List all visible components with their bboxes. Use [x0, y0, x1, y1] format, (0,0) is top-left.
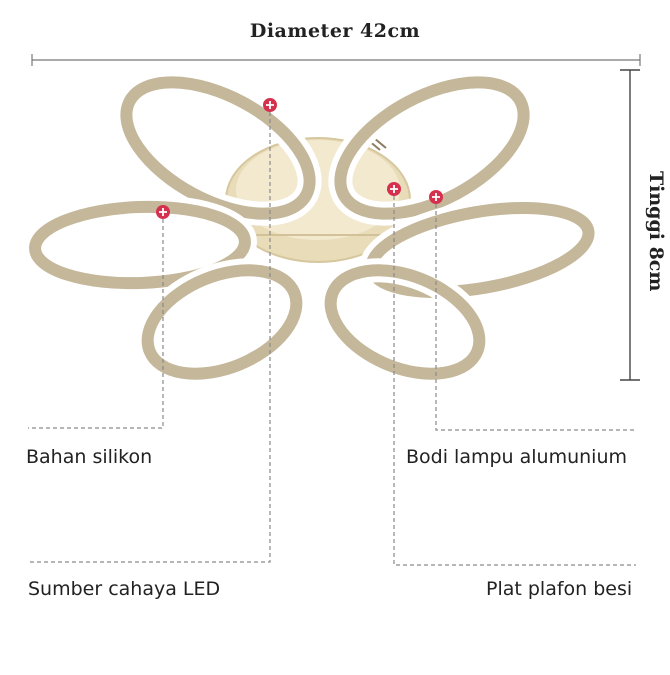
callout-label-bodi-lampu: Bodi lampu alumunium	[406, 446, 627, 468]
height-dimension-line	[620, 69, 640, 381]
callout-label-sumber-cahaya: Sumber cahaya LED	[28, 578, 221, 600]
guide-bodi-lampu	[435, 197, 636, 431]
callout-label-plat-plafon: Plat plafon besi	[486, 578, 633, 600]
petal-left	[23, 194, 257, 296]
marker-sumber-cahaya	[263, 98, 277, 112]
marker-plat-plafon	[387, 182, 401, 196]
callout-guides	[28, 105, 636, 566]
callout-markers	[156, 98, 443, 219]
petal-top-left	[114, 70, 322, 226]
petal-bottom-right	[318, 258, 492, 386]
callout-label-bahan-silikon: Bahan silikon	[26, 446, 153, 468]
petal-top-right	[328, 70, 536, 226]
petal-rings	[23, 70, 601, 386]
marker-bodi-lampu	[429, 190, 443, 204]
diameter-dimension-line	[31, 54, 641, 66]
petal-bottom-left	[135, 258, 309, 386]
guide-bahan-silikon	[28, 212, 164, 429]
diameter-label: Diameter 42cm	[249, 20, 421, 42]
guide-sumber-cahaya	[28, 105, 271, 563]
height-label: Tinggi 8cm	[645, 171, 667, 292]
marker-bahan-silikon	[156, 205, 170, 219]
